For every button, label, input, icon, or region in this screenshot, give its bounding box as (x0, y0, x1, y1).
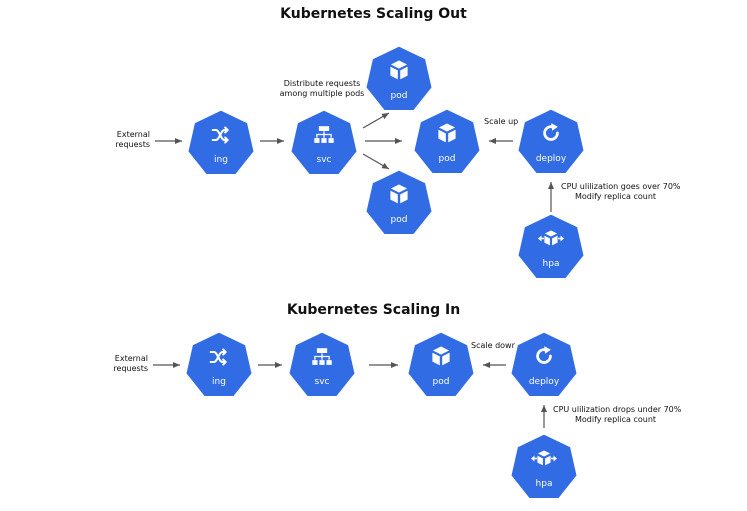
scale-down-note: Scale down (471, 341, 517, 350)
hpa-node-in[interactable]: hpa (508, 432, 580, 504)
arrow-svc-to-pod-bottom (362, 153, 390, 170)
node-label: pod (432, 377, 450, 387)
node-label: pod (438, 154, 456, 164)
pod-node-top[interactable]: pod (363, 44, 435, 116)
node-label: deploy (528, 377, 560, 387)
hpa-note-out: CPU ulilization goes over 70% Modify rep… (561, 182, 681, 201)
deploy-node-in[interactable]: deploy (508, 330, 580, 402)
hpa-node-out[interactable]: hpa (515, 212, 587, 284)
node-label: pod (390, 91, 408, 101)
node-label: ing (212, 377, 226, 387)
external-requests-label-in: External requests (113, 354, 148, 373)
pod-node-mid[interactable]: pod (411, 107, 483, 179)
node-label: hpa (542, 259, 560, 269)
scale-up-note: Scale up (484, 117, 519, 126)
scaling-out-title: Kubernetes Scaling Out (280, 6, 467, 22)
node-label: deploy (535, 154, 567, 164)
distribute-requests-note: Distribute requests among multiple pods (279, 79, 365, 98)
external-requests-label-out: External requests (115, 130, 150, 149)
node-label: hpa (535, 479, 553, 489)
svc-node-out[interactable]: svc (288, 108, 360, 180)
ing-node-in[interactable]: ing (183, 330, 255, 402)
deploy-node-out[interactable]: deploy (515, 107, 587, 179)
arrow-svc-to-pod-top (362, 112, 390, 129)
node-label: svc (316, 155, 332, 165)
ing-node-out[interactable]: ing (185, 108, 257, 180)
hpa-note-in: CPU ulilization drops under 70% Modify r… (553, 405, 682, 424)
pod-node-bottom[interactable]: pod (363, 168, 435, 240)
svc-node-in[interactable]: svc (286, 330, 358, 402)
pod-node-in[interactable]: pod (405, 330, 477, 402)
node-label: pod (390, 215, 408, 225)
node-label: svc (314, 377, 330, 387)
scaling-in-title: Kubernetes Scaling In (286, 302, 461, 318)
node-label: ing (214, 155, 228, 165)
